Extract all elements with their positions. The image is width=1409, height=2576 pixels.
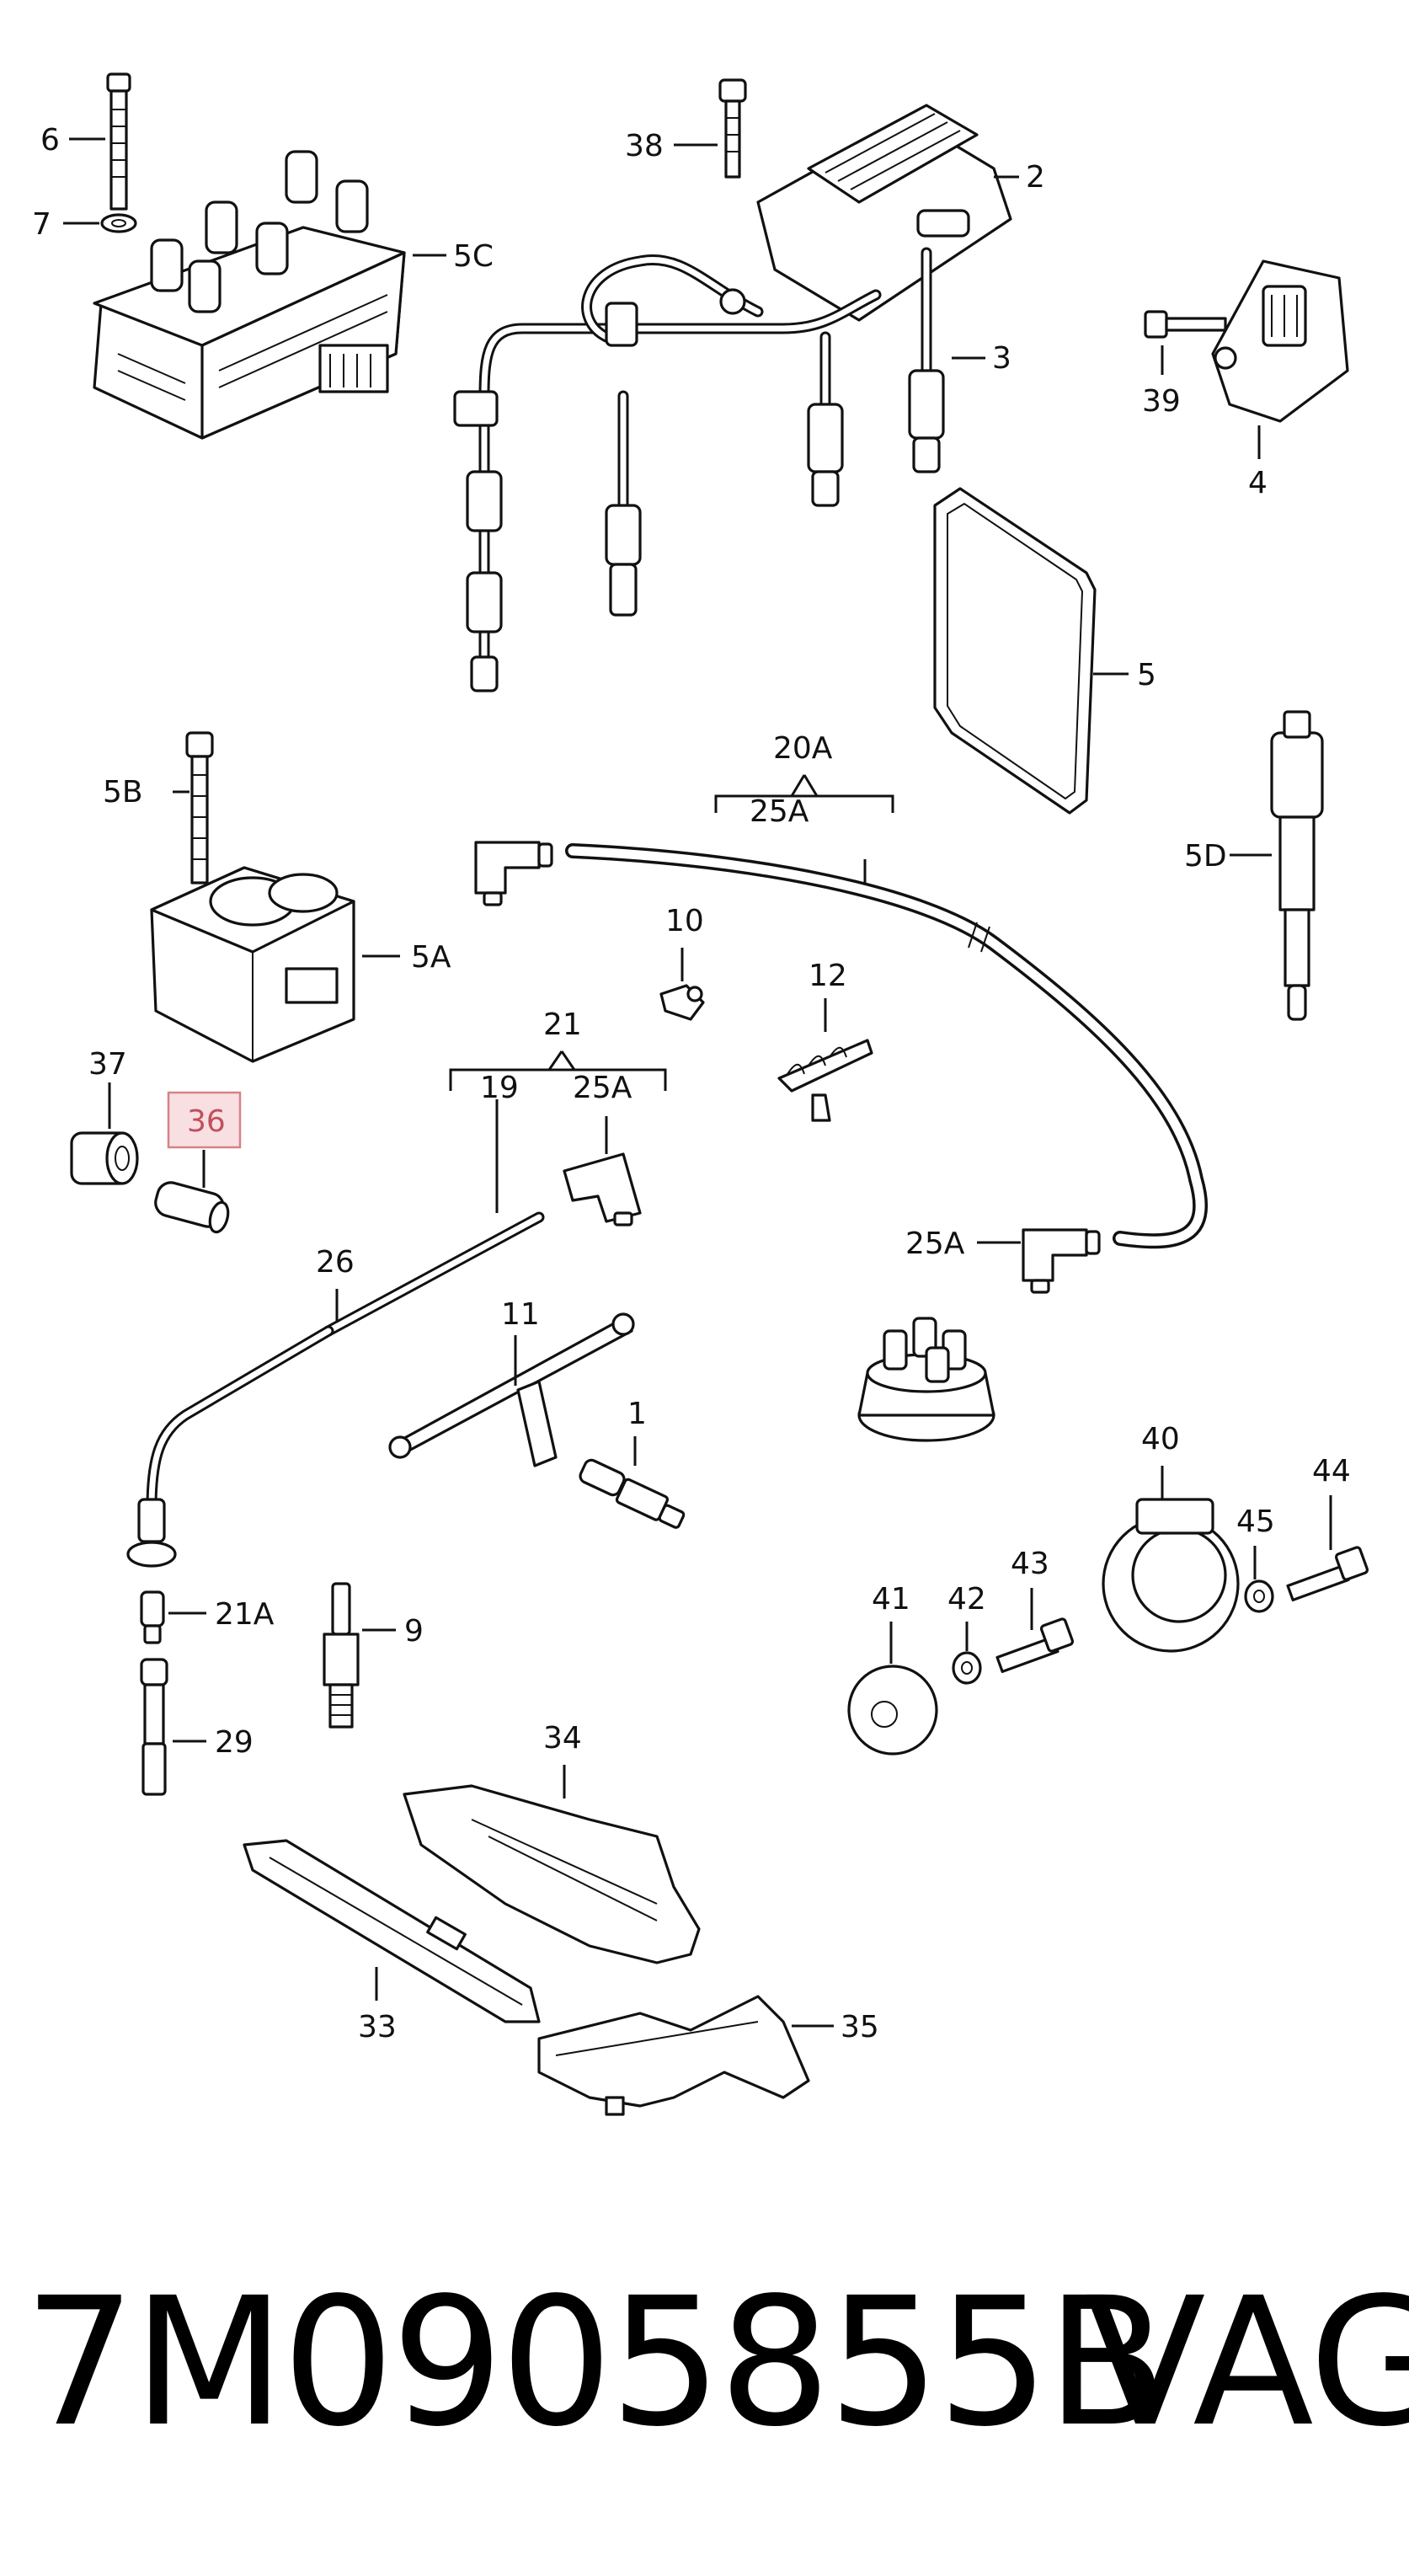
part-34-cover[interactable] [403,1784,701,1964]
callout-33: 33 [358,2010,397,2044]
callout-25a-mid: 25A [573,1071,632,1105]
part-4-sensor[interactable] [1211,259,1349,423]
callout-6: 6 [40,123,60,158]
part-5c-coil-pack[interactable] [93,150,406,440]
callout-45: 45 [1236,1504,1275,1539]
part-5b-bolt[interactable] [185,731,214,884]
part-5d-pencil-coil[interactable] [1270,710,1324,1021]
callout-5c: 5C [453,239,494,274]
part-44-bolt[interactable] [1286,1546,1369,1602]
part-1-temp-sensor[interactable] [578,1458,686,1529]
callout-36: 36 [187,1104,226,1139]
part-35-cover[interactable] [537,1995,810,2116]
callout-10: 10 [665,904,704,938]
callout-20a: 20A [773,731,833,766]
leader-lines [63,137,1332,2028]
part-25a-elbow-bot[interactable] [1022,1228,1101,1294]
callout-35: 35 [841,2010,879,2044]
callout-3: 3 [992,341,1011,376]
part-number-text: 7M0905855B [24,2259,1167,2466]
callout-38: 38 [625,129,664,163]
callout-25a-bot: 25A [905,1227,965,1261]
callout-labels: 6 7 5C 38 2 3 39 4 5 5D 5B 5A 20A 25A 10… [32,123,1351,2044]
part-7-washer[interactable] [100,213,137,233]
callout-44: 44 [1312,1454,1351,1488]
callout-5d: 5D [1184,839,1227,874]
callout-21: 21 [543,1007,582,1042]
part-36-suppressor[interactable] [152,1179,231,1234]
part-42-washer[interactable] [952,1651,982,1685]
part-11-bracket[interactable] [388,1312,635,1467]
part-38-bolt[interactable] [718,78,747,315]
part-12-wire-holder[interactable] [777,1039,873,1122]
callout-43: 43 [1011,1547,1049,1581]
part-5a-coil[interactable] [150,866,355,1063]
part-10-clip[interactable] [659,984,705,1021]
brand-text: VAG [1085,2259,1409,2466]
part-33-cover[interactable] [243,1839,541,2023]
part-37-grommet[interactable] [70,1131,139,1185]
callout-25a-top: 25A [750,794,809,829]
callout-5: 5 [1137,658,1156,692]
part-45-washer[interactable] [1244,1579,1274,1613]
part-6-bolt[interactable] [106,72,131,211]
part-26-ht-lead[interactable] [126,1325,334,1568]
callout-11: 11 [501,1297,540,1332]
part-39-bolt[interactable] [1144,310,1227,339]
part-3-ignition-leads[interactable] [453,247,945,692]
callout-40: 40 [1141,1422,1180,1456]
part-40-clamp[interactable] [1102,1498,1240,1653]
part-5-gasket[interactable] [933,487,1097,815]
callout-2: 2 [1026,160,1045,195]
part-25a-elbow-mid[interactable] [563,1152,642,1227]
callout-19: 19 [480,1071,519,1105]
part-20a-hose[interactable] [565,843,1208,1249]
part-29-connector[interactable] [140,1658,168,1796]
callout-5a: 5A [411,940,451,975]
part-9-spark-plug[interactable] [323,1582,360,1729]
callout-26: 26 [316,1245,355,1280]
callout-5b: 5B [103,775,143,810]
callout-21a: 21A [215,1597,275,1632]
callout-4: 4 [1248,466,1268,500]
callout-34: 34 [543,1721,582,1756]
callout-41: 41 [872,1582,910,1617]
callout-37: 37 [88,1047,127,1082]
distributor-cap[interactable] [857,1317,995,1442]
part-19-hose[interactable] [323,1211,545,1337]
callout-42: 42 [947,1582,986,1617]
callout-12: 12 [809,959,847,993]
part-43-bolt[interactable] [995,1617,1075,1674]
part-41-damper[interactable] [847,1665,938,1756]
callout-36-highlight [167,1091,242,1149]
part-2-ignition-module[interactable] [756,104,1012,322]
part-21a-connector[interactable] [140,1590,165,1644]
callout-9: 9 [404,1614,424,1649]
callout-29: 29 [215,1725,254,1760]
part-25a-elbow-top[interactable] [474,841,553,906]
callout-7: 7 [32,207,51,242]
callout-1: 1 [627,1397,647,1431]
callout-39: 39 [1142,384,1181,419]
